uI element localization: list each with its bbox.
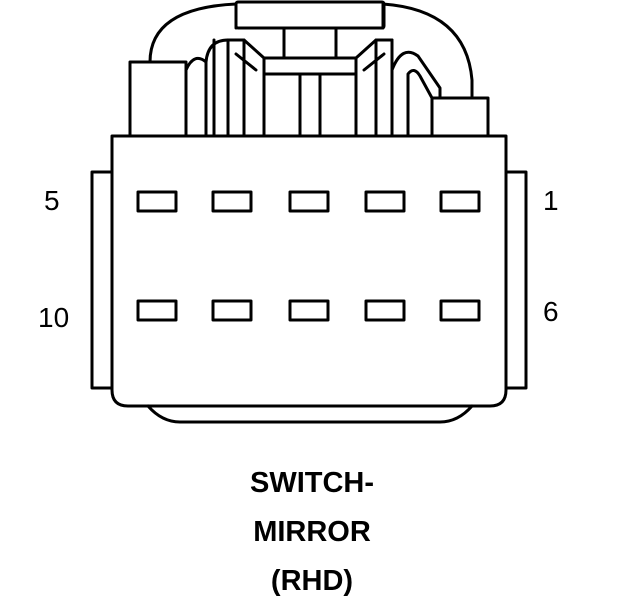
terminal-cavity-4 [211, 190, 253, 213]
top-latch-block [234, 0, 386, 30]
right-ramp [354, 38, 394, 138]
terminal-cavity-9 [211, 299, 253, 322]
latch-stem-upper [282, 26, 338, 60]
left-latch-arch [148, 2, 238, 64]
terminal-cavity-8 [288, 299, 330, 322]
right-shoulder [390, 50, 442, 138]
caption-line-3: (RHD) [270, 565, 354, 597]
left-flange [90, 170, 114, 390]
right-latch-arch [381, 2, 474, 98]
terminal-cavity-3 [288, 190, 330, 213]
right-flange [504, 170, 528, 390]
terminal-cavity-7 [364, 299, 406, 322]
pin-label-top-right: 1 [543, 185, 559, 216]
left-shoulder [128, 60, 188, 138]
terminal-cavity-2 [364, 190, 406, 213]
caption-line-1: SWITCH- [249, 467, 375, 499]
terminal-cavity-6 [439, 299, 481, 322]
right-step-block [430, 96, 490, 138]
left-ramp [226, 38, 266, 138]
connector-body [110, 134, 508, 408]
caption-line-2: MIRROR [253, 516, 371, 548]
pin-label-top-left: 5 [44, 185, 60, 216]
pin-label-bottom-right: 6 [543, 296, 559, 327]
terminal-cavity-10 [136, 299, 178, 322]
latch-stem-lower [262, 56, 358, 138]
connector-bottom-lip [146, 404, 474, 424]
terminal-cavity-5 [136, 190, 178, 213]
terminal-cavity-1 [439, 190, 481, 213]
pin-label-bottom-left: 10 [38, 302, 70, 333]
